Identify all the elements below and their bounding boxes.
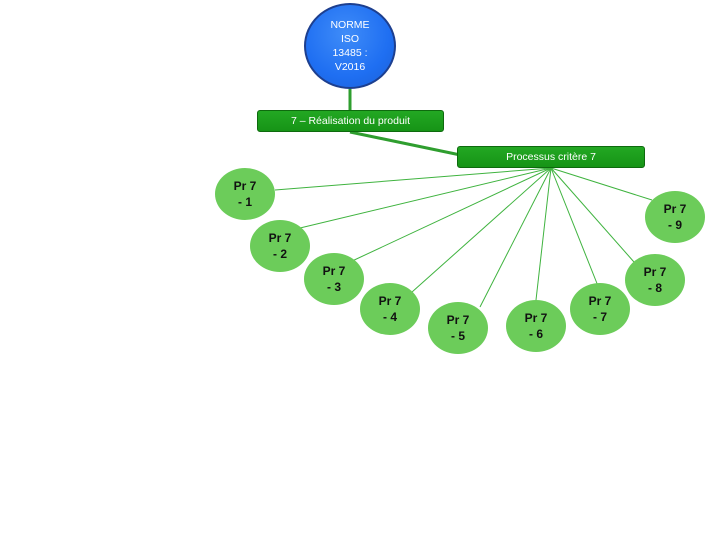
process-node-4[interactable]: Pr 7 - 4 bbox=[360, 283, 420, 335]
root-node-label: NORME ISO 13485 : V2016 bbox=[330, 19, 370, 73]
process-node-2[interactable]: Pr 7 - 2 bbox=[250, 220, 310, 272]
criterion-node[interactable]: Processus critère 7 bbox=[457, 146, 645, 168]
process-node-7[interactable]: Pr 7 - 7 bbox=[570, 283, 630, 335]
process-node-8[interactable]: Pr 7 - 8 bbox=[625, 254, 685, 306]
root-node-iso-norm[interactable]: NORME ISO 13485 : V2016 bbox=[304, 3, 396, 89]
process-node-9[interactable]: Pr 7 - 9 bbox=[645, 191, 705, 243]
connector-pr-6 bbox=[535, 167, 552, 301]
connector-pr-3 bbox=[349, 167, 552, 263]
connector-pr-7 bbox=[550, 167, 599, 287]
process-node-label: Pr 7 - 5 bbox=[446, 313, 470, 343]
process-node-label: Pr 7 - 9 bbox=[663, 202, 687, 232]
connector-pr-4 bbox=[411, 167, 552, 293]
section-node-label: 7 – Réalisation du produit bbox=[290, 115, 411, 127]
process-node-label: Pr 7 - 2 bbox=[268, 231, 292, 261]
process-node-label: Pr 7 - 7 bbox=[588, 294, 612, 324]
connector-pr-2 bbox=[299, 167, 552, 229]
criterion-node-label: Processus critère 7 bbox=[506, 151, 596, 163]
process-node-label: Pr 7 - 6 bbox=[524, 311, 548, 341]
connector-pr-5 bbox=[479, 167, 552, 308]
connector-pr-8 bbox=[550, 167, 635, 263]
process-node-5[interactable]: Pr 7 - 5 bbox=[428, 302, 488, 354]
connector-section-criterion bbox=[349, 130, 471, 159]
process-node-1[interactable]: Pr 7 - 1 bbox=[215, 168, 275, 220]
process-node-label: Pr 7 - 8 bbox=[643, 265, 667, 295]
process-node-6[interactable]: Pr 7 - 6 bbox=[506, 300, 566, 352]
process-node-label: Pr 7 - 3 bbox=[322, 264, 346, 294]
process-node-label: Pr 7 - 1 bbox=[233, 179, 257, 209]
process-node-label: Pr 7 - 4 bbox=[378, 294, 402, 324]
connector-pr-9 bbox=[550, 167, 653, 201]
process-node-3[interactable]: Pr 7 - 3 bbox=[304, 253, 364, 305]
section-node[interactable]: 7 – Réalisation du produit bbox=[257, 110, 444, 132]
connector-pr-1 bbox=[274, 167, 552, 191]
